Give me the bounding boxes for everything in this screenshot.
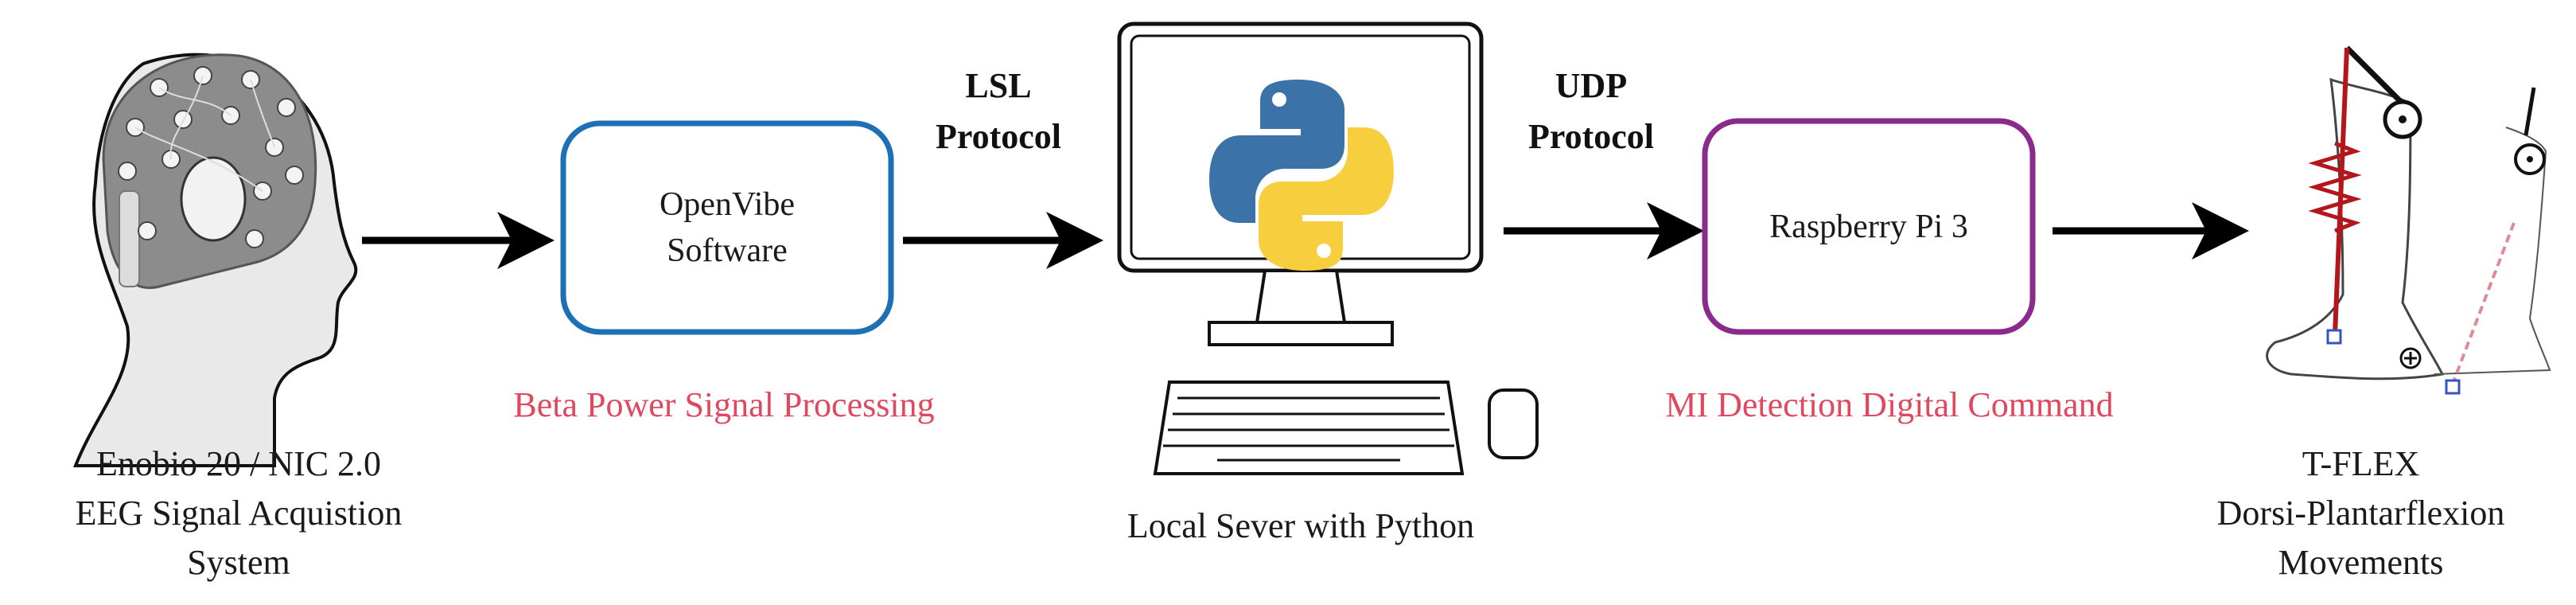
lsl-protocol-line-1: LSL	[965, 66, 1032, 105]
openvibe-label: OpenVibe Software	[563, 182, 891, 274]
tflex-caption-line-2: Dorsi-Plantarflexion	[2216, 494, 2505, 533]
keyboard-icon	[1153, 381, 1465, 475]
mi-process-label: MI Detection Digital Command	[1665, 385, 2114, 424]
beta-process-label: Beta Power Signal Processing	[513, 385, 935, 424]
openvibe-box	[560, 120, 894, 335]
raspberry-label: Raspberry Pi 3	[1769, 209, 1968, 245]
udp-protocol-label: UDP Protocol	[1496, 60, 1687, 162]
tflex-caption-line-1: T-FLEX	[2302, 444, 2420, 483]
eeg-head-icon	[73, 53, 358, 467]
openvibe-label-line-2: Software	[667, 232, 788, 269]
eeg-caption-line-1: Enobio 20 / NIC 2.0	[95, 444, 382, 483]
raspberry-box	[1702, 118, 2036, 335]
openvibe-label-line-1: OpenVibe	[659, 186, 796, 223]
eeg-caption-line-2: EEG Signal Acquistion	[75, 494, 403, 533]
eeg-caption-line-3: System	[187, 543, 290, 582]
tflex-caption: T-FLEX Dorsi-Plantarflexion Movements	[2148, 439, 2574, 587]
lsl-protocol-line-2: Protocol	[935, 117, 1062, 156]
computer-caption: Local Sever with Python	[1127, 506, 1475, 545]
udp-protocol-line-2: Protocol	[1527, 117, 1655, 156]
udp-protocol-line-1: UDP	[1555, 66, 1628, 105]
tflex-caption-line-3: Movements	[2278, 543, 2444, 582]
foot-orthosis-icon	[2266, 45, 2551, 395]
mouse-icon	[1488, 388, 1539, 459]
lsl-protocol-label: LSL Protocol	[907, 60, 1090, 162]
eeg-caption: Enobio 20 / NIC 2.0 EEG Signal Acquistio…	[0, 439, 477, 587]
python-logo-icon	[1209, 80, 1394, 271]
